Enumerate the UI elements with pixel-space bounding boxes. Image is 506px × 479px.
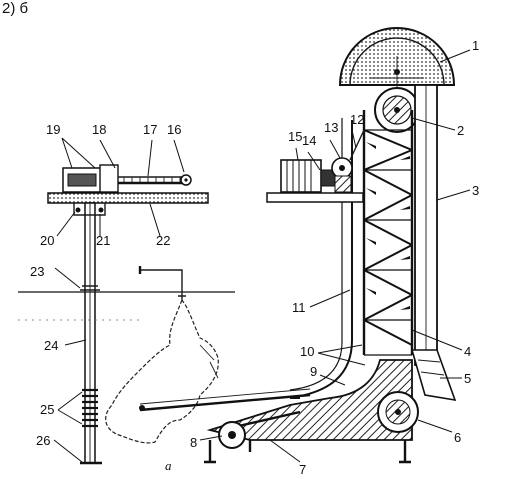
label-21: 21 bbox=[96, 233, 110, 248]
label-12: 12 bbox=[350, 112, 364, 127]
label-10: 10 bbox=[300, 344, 314, 359]
label-9: 9 bbox=[310, 364, 317, 379]
right-platform bbox=[266, 192, 364, 203]
hook-arm bbox=[140, 269, 183, 282]
label-19: 19 bbox=[46, 122, 60, 137]
pull-chain bbox=[139, 393, 311, 412]
curved-trough bbox=[289, 120, 353, 399]
truss-diagonals bbox=[363, 129, 413, 346]
part-labels: 1 2 3 4 5 6 7 8 9 10 11 12 13 14 15 16 1… bbox=[30, 38, 479, 477]
figure-caption: а bbox=[165, 458, 172, 473]
label-1: 1 bbox=[472, 38, 479, 53]
left-platform bbox=[47, 192, 209, 204]
discharge-chute bbox=[410, 349, 457, 402]
hanging-sheet bbox=[105, 298, 219, 444]
label-14: 14 bbox=[302, 133, 316, 148]
label-8: 8 bbox=[190, 435, 197, 450]
label-25: 25 bbox=[40, 402, 54, 417]
label-20: 20 bbox=[40, 233, 54, 248]
label-18: 18 bbox=[92, 122, 106, 137]
label-11: 11 bbox=[292, 300, 306, 315]
label-7: 7 bbox=[299, 462, 306, 477]
label-23: 23 bbox=[30, 264, 44, 279]
label-17: 17 bbox=[143, 122, 157, 137]
label-13: 13 bbox=[324, 120, 338, 135]
label-6: 6 bbox=[454, 430, 461, 445]
label-5: 5 bbox=[464, 371, 471, 386]
label-4: 4 bbox=[464, 344, 471, 359]
label-26: 26 bbox=[36, 433, 50, 448]
label-2: 2 bbox=[457, 123, 464, 138]
label-3: 3 bbox=[472, 183, 479, 198]
header-fragment: 2) б bbox=[2, 0, 28, 17]
label-16: 16 bbox=[167, 122, 181, 137]
label-15: 15 bbox=[288, 129, 302, 144]
leader-lines bbox=[53, 49, 471, 463]
motor bbox=[280, 159, 322, 193]
left-assembly bbox=[18, 164, 311, 465]
column-coils bbox=[82, 388, 98, 428]
label-24: 24 bbox=[44, 338, 58, 353]
label-22: 22 bbox=[156, 233, 170, 248]
elevator-assembly bbox=[204, 27, 457, 464]
